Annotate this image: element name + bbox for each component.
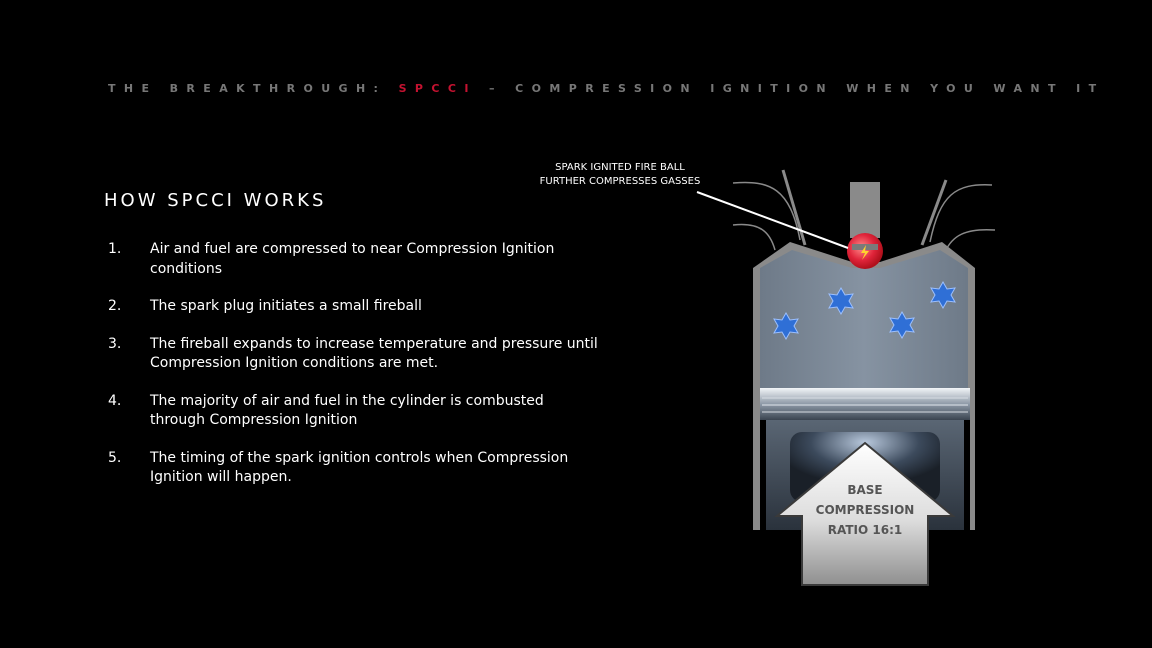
combustion-chamber [760,250,968,388]
callout-pointer [696,191,849,249]
step-text: Air and fuel are compressed to near Comp… [150,241,555,277]
step-number: 1. [108,241,122,257]
step-number: 5. [108,449,122,466]
step-text: The timing of the spark ignition control… [150,449,569,486]
step-text: The fireball expands to increase tempera… [150,335,598,372]
fireball-callout: SPARK IGNITED FIRE BALL FURTHER COMPRESS… [528,161,712,189]
callout-line-2: FURTHER COMPRESSES GASSES [539,176,701,187]
list-item: 2. The spark plug initiates a small fire… [108,297,598,317]
list-item: 4. The majority of air and fuel in the c… [108,392,598,431]
step-text: The spark plug initiates a small firebal… [150,298,422,314]
header-suffix: – COMPRESSION IGNITION WHEN YOU WANT IT [476,82,1105,95]
fuel-particle-icon [773,311,799,341]
fuel-particle-icon [889,310,915,340]
list-item: 1. Air and fuel are compressed to near C… [108,240,598,279]
arrow-label-line-2: COMPRESSION [815,503,915,517]
spark-plug-icon [850,182,880,238]
arrow-label-line-3: RATIO 16:1 [827,523,903,537]
steps-list: 1. Air and fuel are compressed to near C… [108,240,598,506]
slide-header: THE BREAKTHROUGH: SPCCI – COMPRESSION IG… [108,82,1105,95]
header-prefix: THE BREAKTHROUGH: [108,82,399,95]
fuel-particles [773,280,956,341]
header-highlight: SPCCI [398,82,477,95]
section-title: HOW SPCCI WORKS [104,190,327,211]
compression-ratio-label: BASE COMPRESSION RATIO 16:1 [804,480,926,540]
list-item: 3. The fireball expands to increase temp… [108,335,598,374]
callout-line-1: SPARK IGNITED FIRE BALL [555,162,685,173]
step-number: 3. [108,335,122,352]
valve-icon [781,169,948,246]
list-item: 5. The timing of the spark ignition cont… [108,449,598,488]
step-text: The majority of air and fuel in the cyli… [150,392,544,429]
spark-bolt-icon [861,245,869,260]
step-number: 2. [108,298,122,314]
fuel-particle-icon [828,286,854,316]
fuel-particle-icon [930,280,956,310]
step-number: 4. [108,392,122,409]
arrow-label-line-1: BASE [847,483,883,497]
compression-arrow-icon [774,441,956,586]
